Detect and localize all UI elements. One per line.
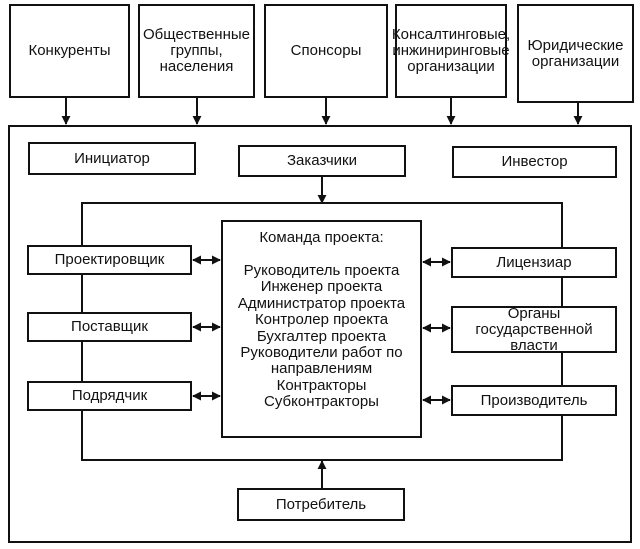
project-team-member: Контракторы <box>276 376 367 394</box>
designer-box: Проектировщик <box>27 245 192 275</box>
authorities-label: Органы государственной власти <box>475 304 593 354</box>
project-environment-frame <box>8 125 632 543</box>
supplier-box: Поставщик <box>27 312 192 342</box>
authorities-box: Органы государственной власти <box>451 304 617 354</box>
competitors-label: Конкуренты <box>28 42 111 59</box>
consulting-label: Консалтинговые, инжиниринговые организац… <box>391 26 511 75</box>
producer-box: Производитель <box>451 385 617 416</box>
sponsors-label: Спонсоры <box>290 42 362 59</box>
consumer-label: Потребитель <box>275 495 367 513</box>
designer-label: Проектировщик <box>54 251 165 268</box>
legal-box: Юридические организации <box>517 4 634 103</box>
project-team-title: Команда проекта: <box>259 229 384 246</box>
customers-box: Заказчики <box>238 145 406 177</box>
consulting-box: Консалтинговые, инжиниринговые организац… <box>391 4 511 98</box>
producer-label: Производитель <box>480 391 588 409</box>
consumer-box: Потребитель <box>237 488 405 521</box>
project-team-member: Администратор проекта <box>237 294 406 312</box>
project-team-member: Контролер проекта <box>254 311 389 329</box>
investor-label: Инвестор <box>501 153 568 170</box>
project-team-member: Бухгалтер проекта <box>256 327 387 345</box>
project-team-member: Руководитель проекта <box>243 262 400 279</box>
licensor-label: Лицензиар <box>496 253 572 271</box>
competitors-box: Конкуренты <box>9 4 130 98</box>
public-groups-label: Общественные группы, населения <box>143 26 250 75</box>
investor-box: Инвестор <box>452 146 617 178</box>
project-team-member: Руководители работ по направлениям <box>240 344 403 378</box>
initiator-box: Инициатор <box>28 142 196 175</box>
public-groups-box: Общественные группы, населения <box>138 4 255 98</box>
legal-label: Юридические организации <box>527 36 624 70</box>
supplier-label: Поставщик <box>71 318 148 335</box>
customers-label: Заказчики <box>287 152 357 169</box>
contractor-label: Подрядчик <box>71 387 148 404</box>
initiator-label: Инициатор <box>74 149 150 167</box>
licensor-box: Лицензиар <box>451 247 617 278</box>
contractor-box: Подрядчик <box>27 381 192 411</box>
project-team-member: Субконтракторы <box>264 393 379 411</box>
sponsors-box: Спонсоры <box>264 4 388 98</box>
project-team-member: Инженер проекта <box>260 278 383 296</box>
